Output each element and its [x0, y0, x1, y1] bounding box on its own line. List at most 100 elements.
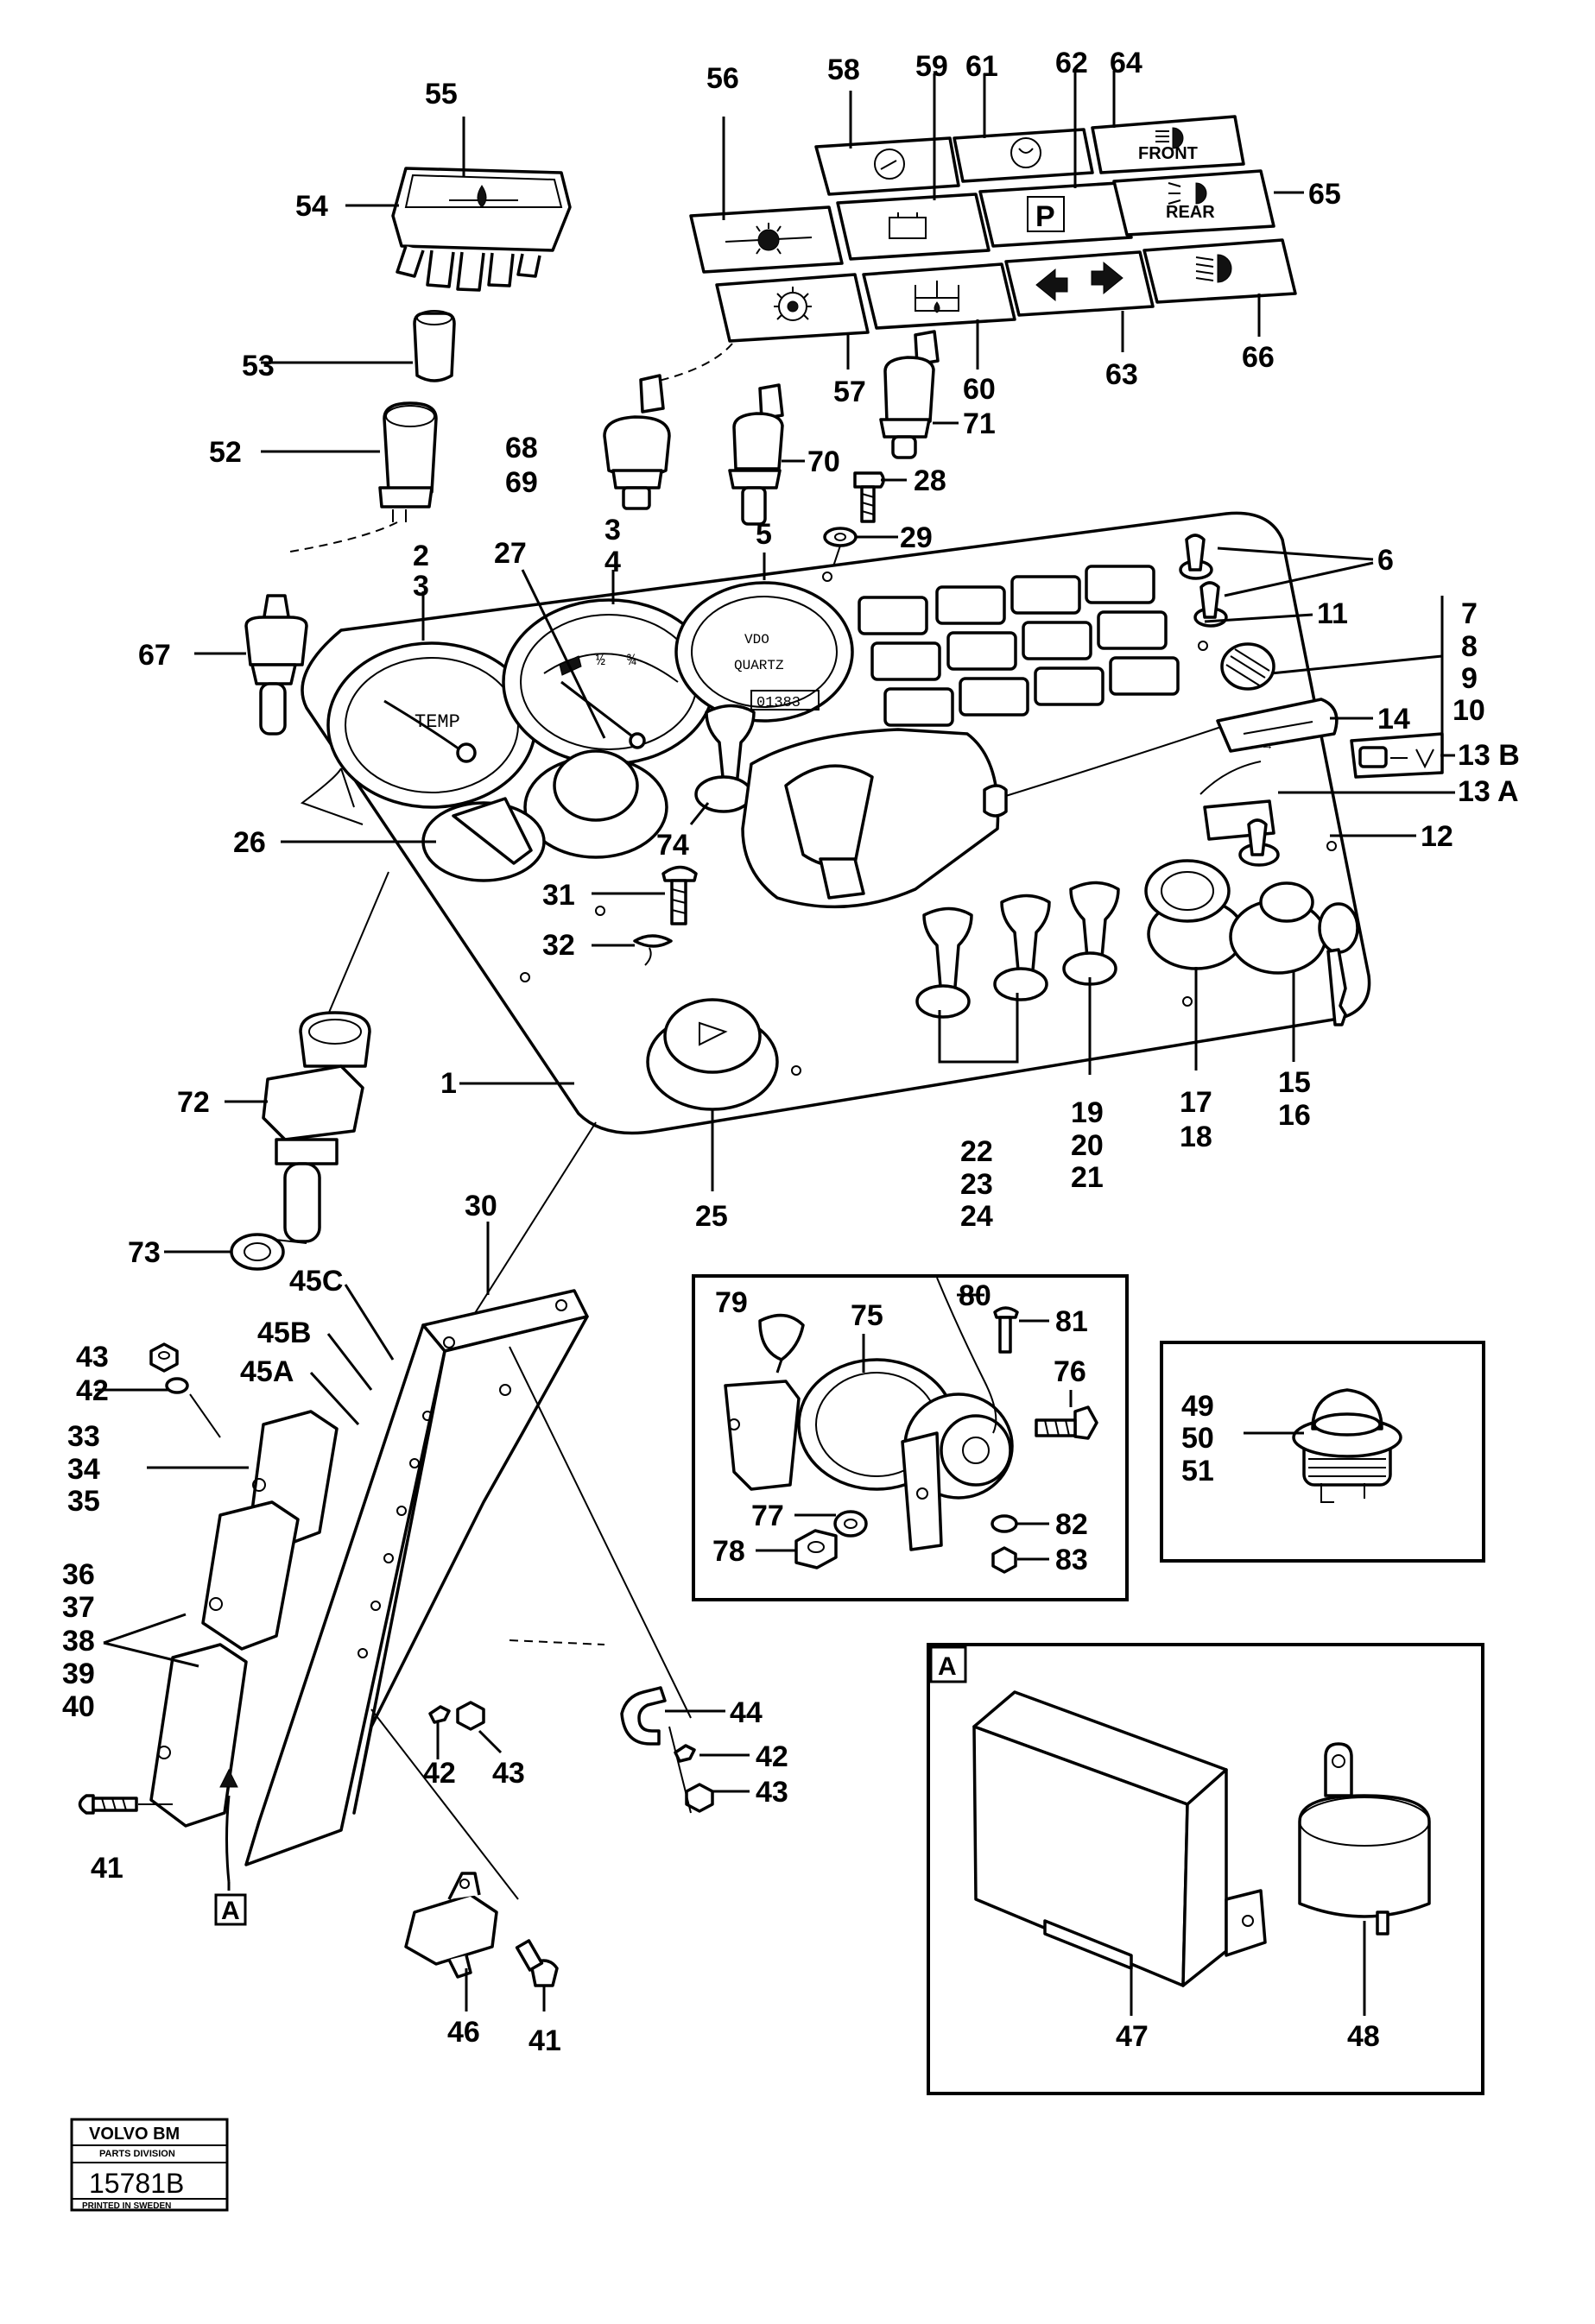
- parking-text: P: [1035, 200, 1055, 233]
- view-marker-a-bracket-text: A: [221, 1897, 240, 1925]
- label-7: 7: [1461, 597, 1478, 630]
- cigar-lighter-17: [1144, 859, 1245, 970]
- label-50: 50: [1181, 1422, 1214, 1455]
- inset-view-a-box: A: [927, 1643, 1484, 2095]
- sensor-70: [728, 383, 784, 526]
- label-68: 68: [505, 432, 538, 464]
- parking-icon: P: [1027, 196, 1065, 233]
- turn-signal-icon: [1035, 261, 1123, 302]
- label-77: 77: [751, 1500, 784, 1532]
- stamp-division: PARTS DIVISION: [99, 2149, 175, 2159]
- push-button-49: [1292, 1388, 1402, 1503]
- label-36: 36: [62, 1558, 95, 1591]
- label-54: 54: [295, 190, 328, 223]
- label-45a: 45A: [240, 1355, 294, 1388]
- nut-43c: [685, 1783, 714, 1813]
- label-22: 22: [960, 1135, 993, 1168]
- clock-counter: 01383: [756, 695, 801, 711]
- label-46: 46: [447, 2016, 480, 2049]
- label-31: 31: [542, 879, 575, 912]
- label-39: 39: [62, 1658, 95, 1690]
- symbol-plate-13b: [1350, 732, 1444, 779]
- label-8: 8: [1461, 630, 1478, 663]
- symbol-tile-60: [862, 262, 1016, 330]
- label-25: 25: [695, 1200, 728, 1233]
- label-72: 72: [177, 1086, 210, 1119]
- headlight-icon: [1155, 127, 1184, 149]
- label-30: 30: [465, 1190, 497, 1222]
- washer-73: [230, 1233, 285, 1271]
- symbol-tile-62: P: [978, 181, 1133, 248]
- label-48: 48: [1347, 2020, 1380, 2053]
- temp-gauge-label: TEMP: [415, 711, 460, 733]
- label-74: 74: [656, 829, 689, 862]
- symbol-tile-63: [1004, 250, 1155, 317]
- view-marker-a-panel-text: A: [938, 1652, 957, 1681]
- coolant-icon: [774, 287, 812, 321]
- label-53: 53: [242, 350, 275, 382]
- relay-38: [149, 1643, 248, 1828]
- label-51: 51: [1181, 1455, 1214, 1487]
- stamp-brand: VOLVO BM: [89, 2125, 180, 2144]
- label-34: 34: [67, 1453, 100, 1486]
- label-2: 2: [413, 540, 429, 572]
- label-4: 4: [604, 546, 621, 578]
- label-11: 11: [1317, 597, 1348, 630]
- key-icon: [1318, 902, 1359, 1026]
- label-15: 15: [1278, 1066, 1311, 1099]
- steering-column-switch: ←→: [741, 698, 1339, 909]
- label-16: 16: [1278, 1099, 1311, 1132]
- toggle-switch-12: [1238, 818, 1280, 867]
- label-40: 40: [62, 1690, 95, 1723]
- label-66: 66: [1242, 341, 1275, 374]
- label-71: 71: [963, 407, 996, 440]
- label-59: 59: [915, 50, 948, 83]
- label-58: 58: [827, 54, 860, 86]
- nut-43b: [456, 1701, 485, 1731]
- label-32: 32: [542, 929, 575, 962]
- label-42b: 42: [423, 1757, 456, 1790]
- battery-icon: [889, 212, 927, 239]
- label-45c: 45C: [289, 1265, 343, 1298]
- headlight-icon: [1195, 254, 1232, 283]
- washer-42b: [428, 1705, 451, 1724]
- symbol-tile-59: [836, 193, 991, 261]
- label-41a: 41: [91, 1852, 123, 1885]
- symbol-tile-66: [1142, 238, 1297, 304]
- label-42c: 42: [756, 1740, 788, 1773]
- label-47: 47: [1116, 2020, 1149, 2053]
- buzzer-75: [724, 1358, 1014, 1551]
- sensor-68: [603, 374, 671, 510]
- label-3b: 3: [604, 514, 621, 546]
- label-1: 1: [440, 1067, 457, 1100]
- screw-41b: [515, 1939, 559, 1987]
- label-81: 81: [1055, 1305, 1088, 1338]
- symbol-tile-56: [689, 205, 844, 274]
- label-61: 61: [965, 50, 998, 83]
- label-56: 56: [706, 62, 739, 95]
- label-23: 23: [960, 1168, 993, 1201]
- symbol-tile-65: REAR: [1112, 169, 1275, 237]
- label-79: 79: [715, 1286, 748, 1319]
- label-69: 69: [505, 466, 538, 499]
- sensor-72: [262, 1011, 371, 1243]
- screw-81: [993, 1306, 1019, 1354]
- sensor-67: [244, 594, 308, 736]
- pull-knob-22a: [915, 906, 973, 1019]
- fuel-half-mark: ½: [596, 653, 605, 670]
- washer-29: [823, 527, 858, 547]
- label-5: 5: [756, 518, 772, 551]
- label-64: 64: [1110, 47, 1142, 79]
- label-44: 44: [730, 1696, 763, 1729]
- label-76: 76: [1054, 1355, 1086, 1388]
- label-24: 24: [960, 1200, 993, 1233]
- label-60: 60: [963, 373, 996, 406]
- label-21: 21: [1071, 1161, 1104, 1194]
- clock-label: QUARTZ: [734, 658, 784, 673]
- clock-brand: VDO: [744, 632, 769, 647]
- pull-knob-22b: [993, 894, 1051, 1001]
- label-52: 52: [209, 436, 242, 469]
- buzzer-48: [1298, 1742, 1431, 1936]
- label-57: 57: [833, 376, 866, 408]
